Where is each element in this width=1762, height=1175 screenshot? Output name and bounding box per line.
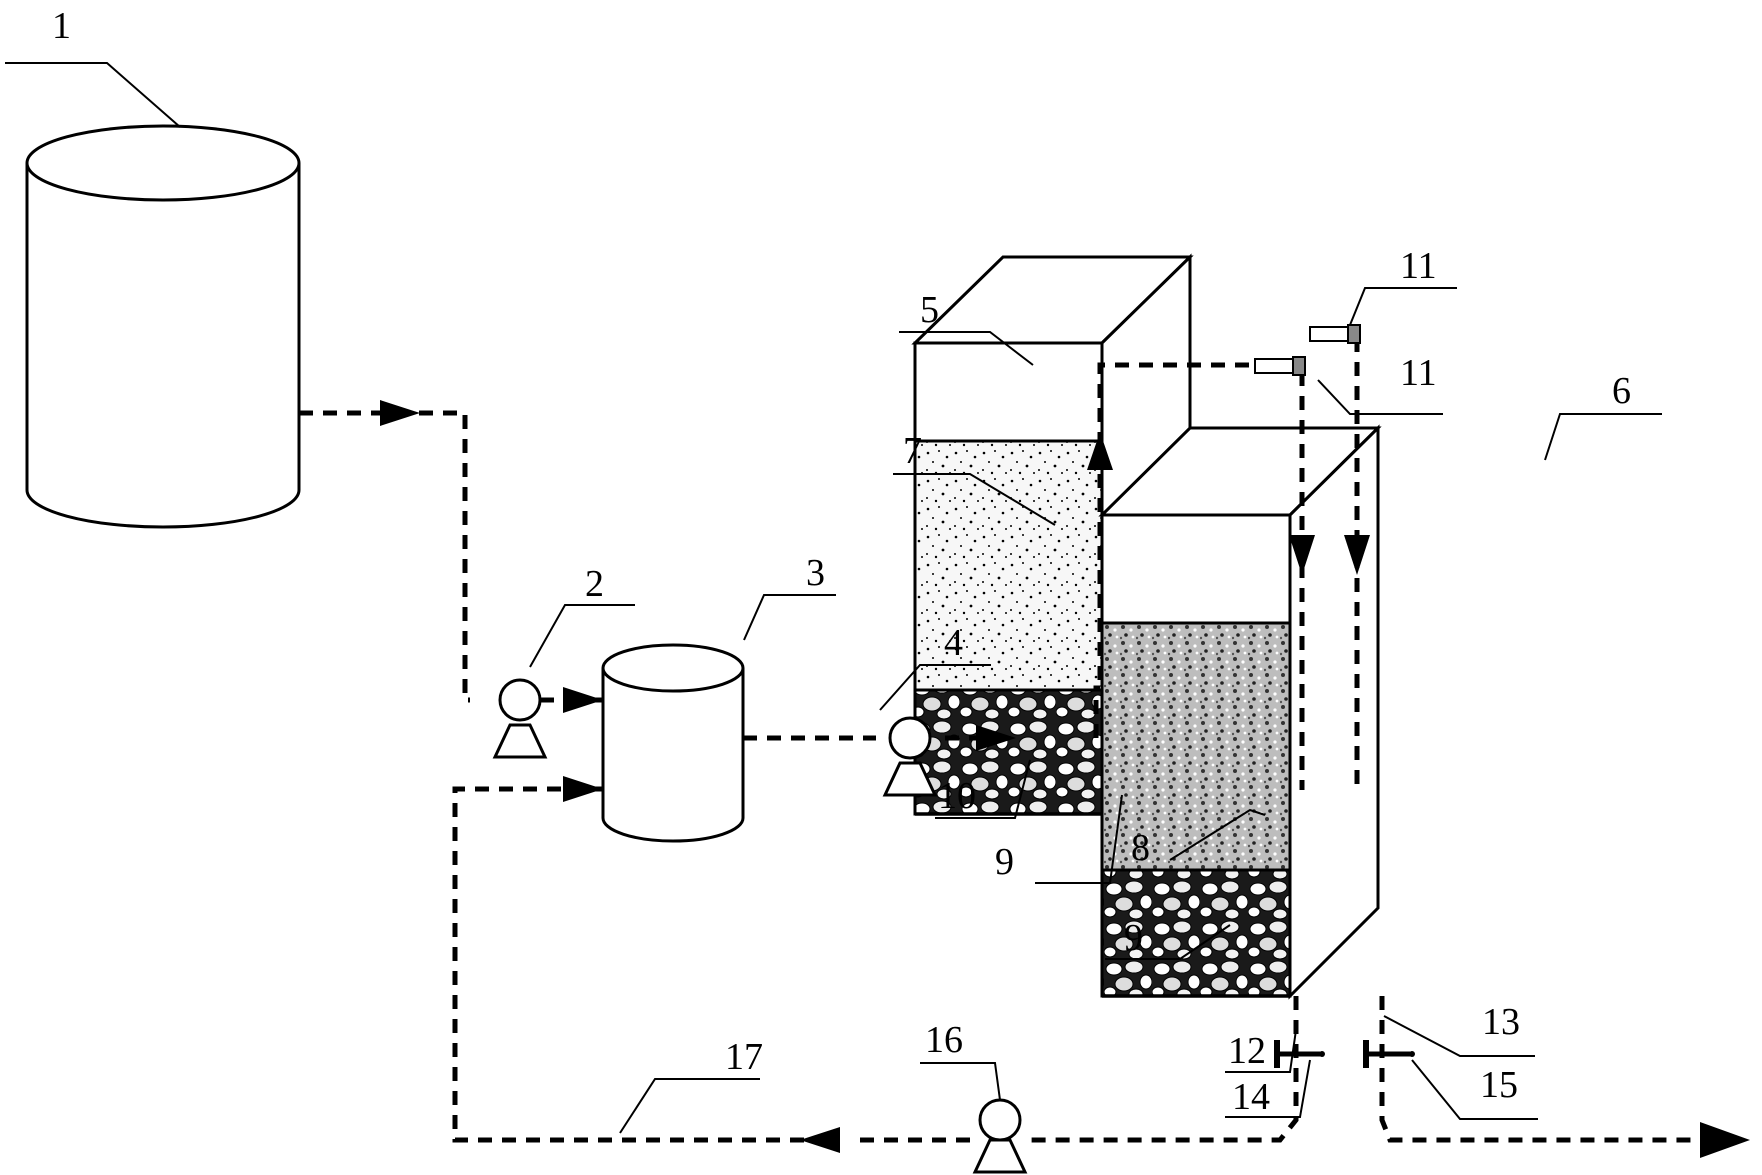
- label-13: 13: [1482, 1001, 1520, 1043]
- tank-3: [601, 643, 745, 843]
- label-8: 8: [1131, 827, 1150, 869]
- label-16: 16: [925, 1019, 963, 1061]
- valve-14: [1274, 1040, 1325, 1068]
- flow-arrows: [380, 400, 1750, 1158]
- label-7: 7: [903, 430, 922, 472]
- gravel-layer-9-left: [913, 688, 1104, 816]
- label-1: 1: [52, 5, 71, 47]
- label-12: 12: [1228, 1030, 1266, 1072]
- label-4: 4: [944, 622, 963, 664]
- arrow-effluent: [1700, 1122, 1750, 1158]
- label-5: 5: [920, 289, 939, 331]
- label-11a: 11: [1400, 245, 1437, 287]
- tank-1: [25, 124, 301, 529]
- label-6: 6: [1612, 370, 1631, 412]
- arrow-to-pump-2: [380, 400, 420, 426]
- label-14: 14: [1232, 1076, 1270, 1118]
- valve-15: [1363, 1040, 1415, 1068]
- arrow-into-tank-3-top: [563, 687, 603, 713]
- pump-2: [492, 678, 548, 759]
- reactor-6: [1098, 424, 1382, 1000]
- arrow-into-reactor-5: [976, 725, 1016, 751]
- outlet-11-lower: [1254, 356, 1306, 376]
- label-10: 10: [938, 775, 976, 817]
- label-9b: 9: [1124, 917, 1143, 959]
- label-11b: 11: [1400, 352, 1437, 394]
- arrow-down-reactor-6-b: [1344, 535, 1370, 575]
- media-layer-8: [1100, 621, 1292, 872]
- pump-4: [882, 716, 938, 797]
- label-3: 3: [806, 552, 825, 594]
- gravel-layer-9-right: [1100, 868, 1292, 998]
- pump-16: [972, 1098, 1028, 1174]
- outlet-11-upper: [1309, 324, 1361, 344]
- leader-lines: [5, 62, 1662, 1134]
- arrow-down-reactor-6-a: [1289, 535, 1315, 575]
- label-17: 17: [725, 1036, 763, 1078]
- arrow-upflow-reactor-5: [1087, 432, 1113, 470]
- part-labels: 1 2 3 4 5 6 7 8 9 9 10 11 11 12 13 14 15…: [52, 5, 1631, 1118]
- label-2: 2: [585, 563, 604, 605]
- arrow-recirculation: [800, 1127, 840, 1153]
- reactor-5: [911, 253, 1194, 816]
- label-15: 15: [1480, 1064, 1518, 1106]
- label-9a: 9: [995, 841, 1014, 883]
- arrow-into-tank-3-bottom: [563, 776, 603, 802]
